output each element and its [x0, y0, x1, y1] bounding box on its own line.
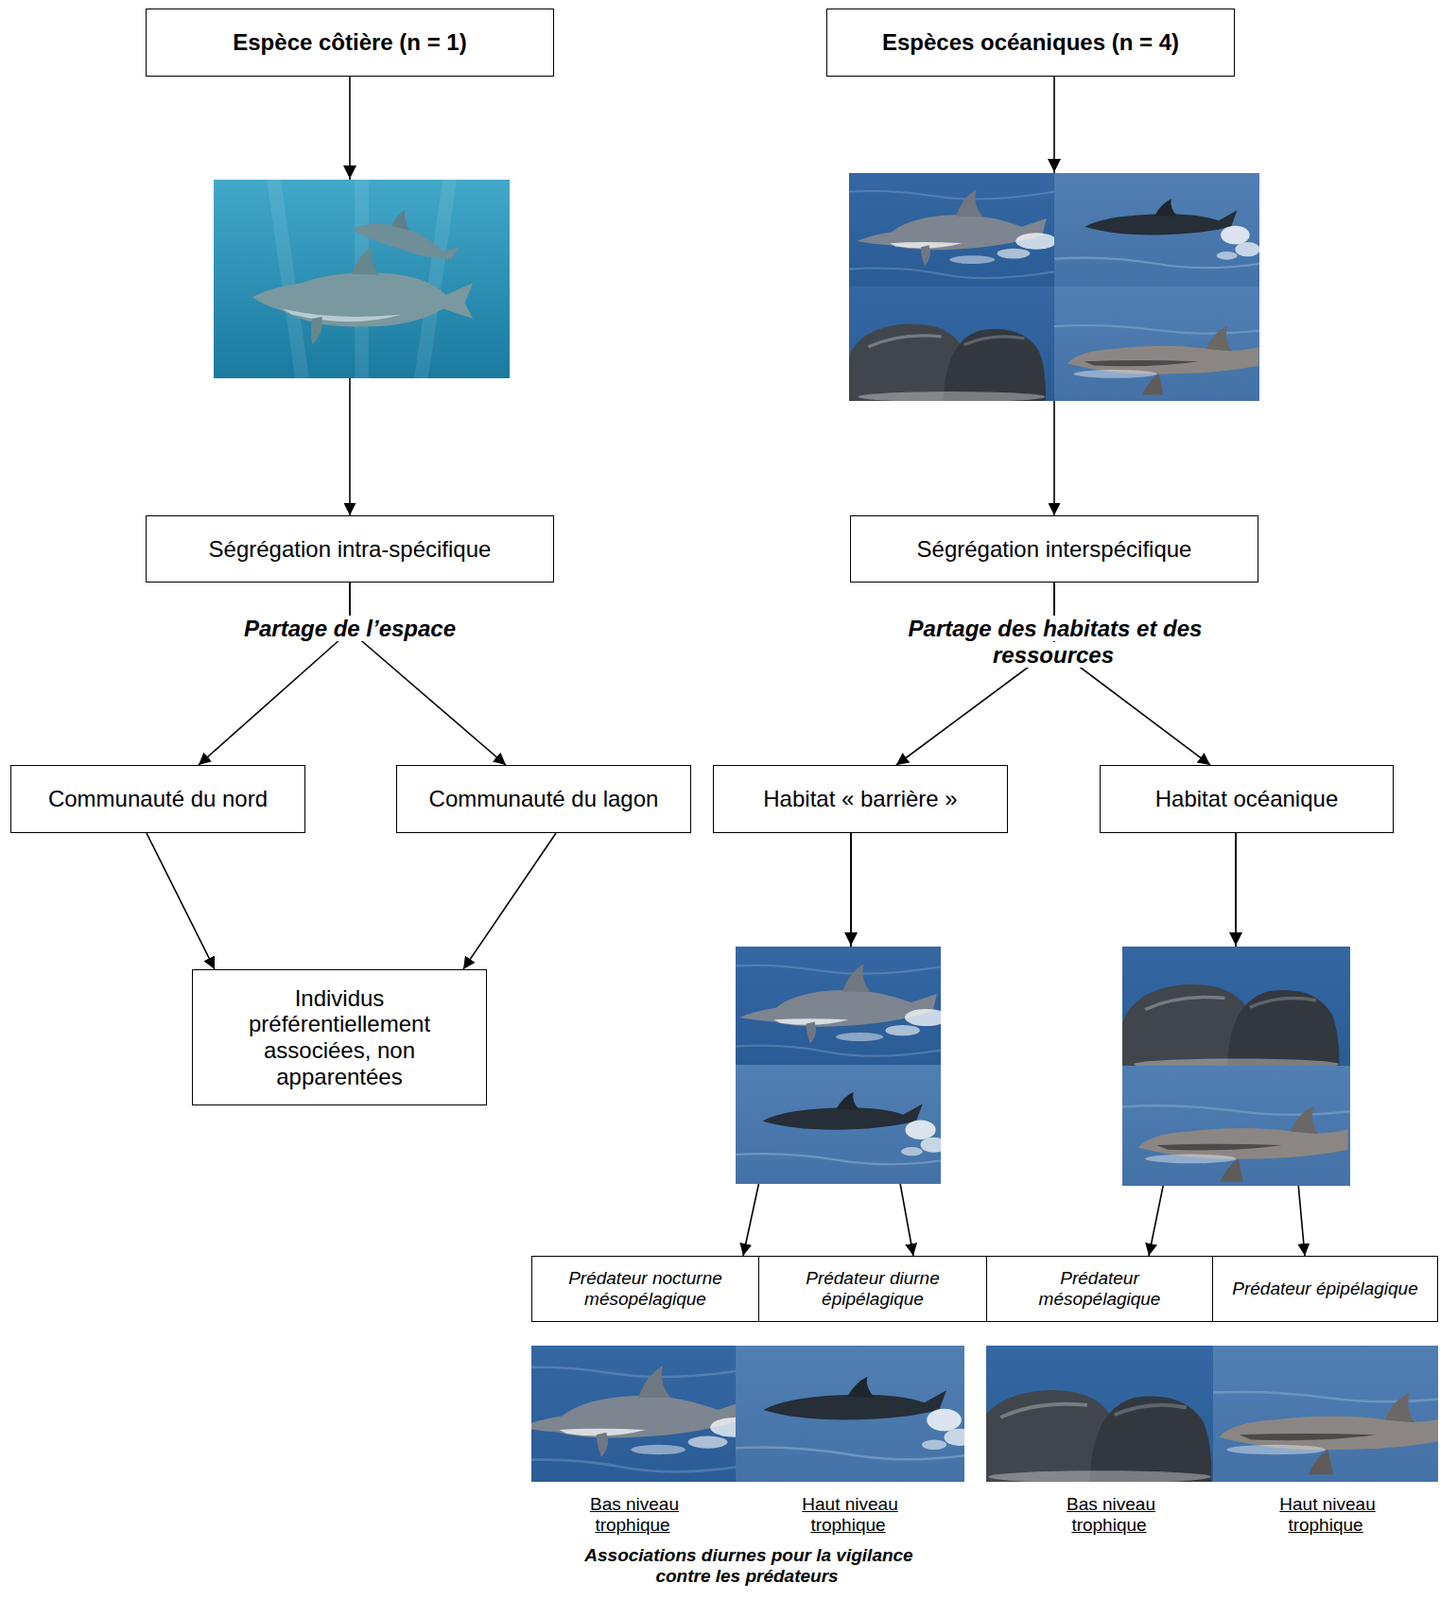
- process-box: Communauté du nord: [10, 764, 306, 833]
- arrow-connector: [896, 582, 1055, 765]
- arrow-head: [1229, 932, 1243, 946]
- arrow-connector: [198, 582, 350, 765]
- box-text: Habitat « barrière »: [763, 785, 957, 813]
- arrow-connector: [1054, 582, 1211, 765]
- header-box: Espèce côtière (n = 1): [145, 8, 555, 77]
- note-label: Associations diurnes pour la vigilance c…: [568, 1544, 928, 1587]
- trophic-label: Haut niveau trophique: [1265, 1493, 1388, 1536]
- box-text: Ségrégation intra-spécifique: [208, 536, 492, 563]
- arrow-head: [844, 932, 858, 946]
- arrow-head: [343, 165, 357, 179]
- arrow-connector: [463, 832, 556, 970]
- label-text: Haut niveau trophique: [1277, 1493, 1375, 1535]
- trophic-label: Bas niveau trophique: [572, 1493, 695, 1536]
- label-text: Partage de l’espace: [242, 615, 458, 642]
- process-box: Habitat océanique: [1099, 764, 1394, 833]
- table-cell: Prédateur diurne épipélagique: [758, 1255, 988, 1322]
- box-text: Prédateur nocturne mésopélagique: [551, 1267, 740, 1310]
- process-box: Individus préférentiellement associées, …: [191, 969, 487, 1106]
- box-text: Habitat océanique: [1155, 785, 1338, 813]
- dolphin-photo: [642, 977, 1033, 1270]
- label-text: Bas niveau trophique: [1064, 1493, 1156, 1535]
- process-box: Communauté du lagon: [396, 764, 692, 833]
- box-text: Communauté du lagon: [429, 785, 660, 813]
- dolphin-photo: [1031, 971, 1440, 1280]
- box-text: Espèce côtière (n = 1): [232, 29, 467, 56]
- box-text: Ségrégation interspécifique: [917, 536, 1193, 563]
- table-cell: Prédateur nocturne mésopélagique: [531, 1255, 760, 1322]
- arrow-connector: [146, 832, 215, 970]
- process-box: Ségrégation interspécifique: [850, 515, 1259, 583]
- section-label: Partage de l’espace: [198, 615, 502, 642]
- label-text: Partage des habitats et des ressources: [906, 615, 1203, 668]
- box-text: Espèces océaniques (n = 4): [882, 29, 1180, 56]
- process-box: Ségrégation intra-spécifique: [145, 515, 555, 583]
- label-text: Associations diurnes pour la vigilance c…: [582, 1544, 913, 1586]
- coastal-dolphin-photo: [153, 120, 571, 438]
- table-cell: Prédateur mésopélagique: [986, 1255, 1214, 1322]
- label-text: Haut niveau trophique: [799, 1493, 898, 1535]
- table-cell: Prédateur épipélagique: [1212, 1255, 1439, 1322]
- trophic-label: Bas niveau trophique: [1048, 1493, 1172, 1536]
- process-box: Habitat « barrière »: [712, 764, 1008, 833]
- arrow-connector: [349, 582, 506, 765]
- section-label: Partage des habitats et des ressources: [874, 615, 1234, 668]
- box-text: Individus préférentiellement associées, …: [204, 985, 475, 1090]
- box-text: Prédateur mésopélagique: [1006, 1267, 1194, 1310]
- arrow-head: [1047, 158, 1061, 173]
- label-text: Bas niveau trophique: [588, 1493, 679, 1535]
- trophic-label: Haut niveau trophique: [787, 1493, 911, 1536]
- header-box: Espèces océaniques (n = 4): [826, 8, 1235, 77]
- dolphin-photo: [970, 203, 1345, 485]
- box-text: Prédateur diurne épipélagique: [778, 1267, 968, 1310]
- box-text: Prédateur épipélagique: [1231, 1278, 1419, 1300]
- box-text: Communauté du nord: [48, 785, 268, 813]
